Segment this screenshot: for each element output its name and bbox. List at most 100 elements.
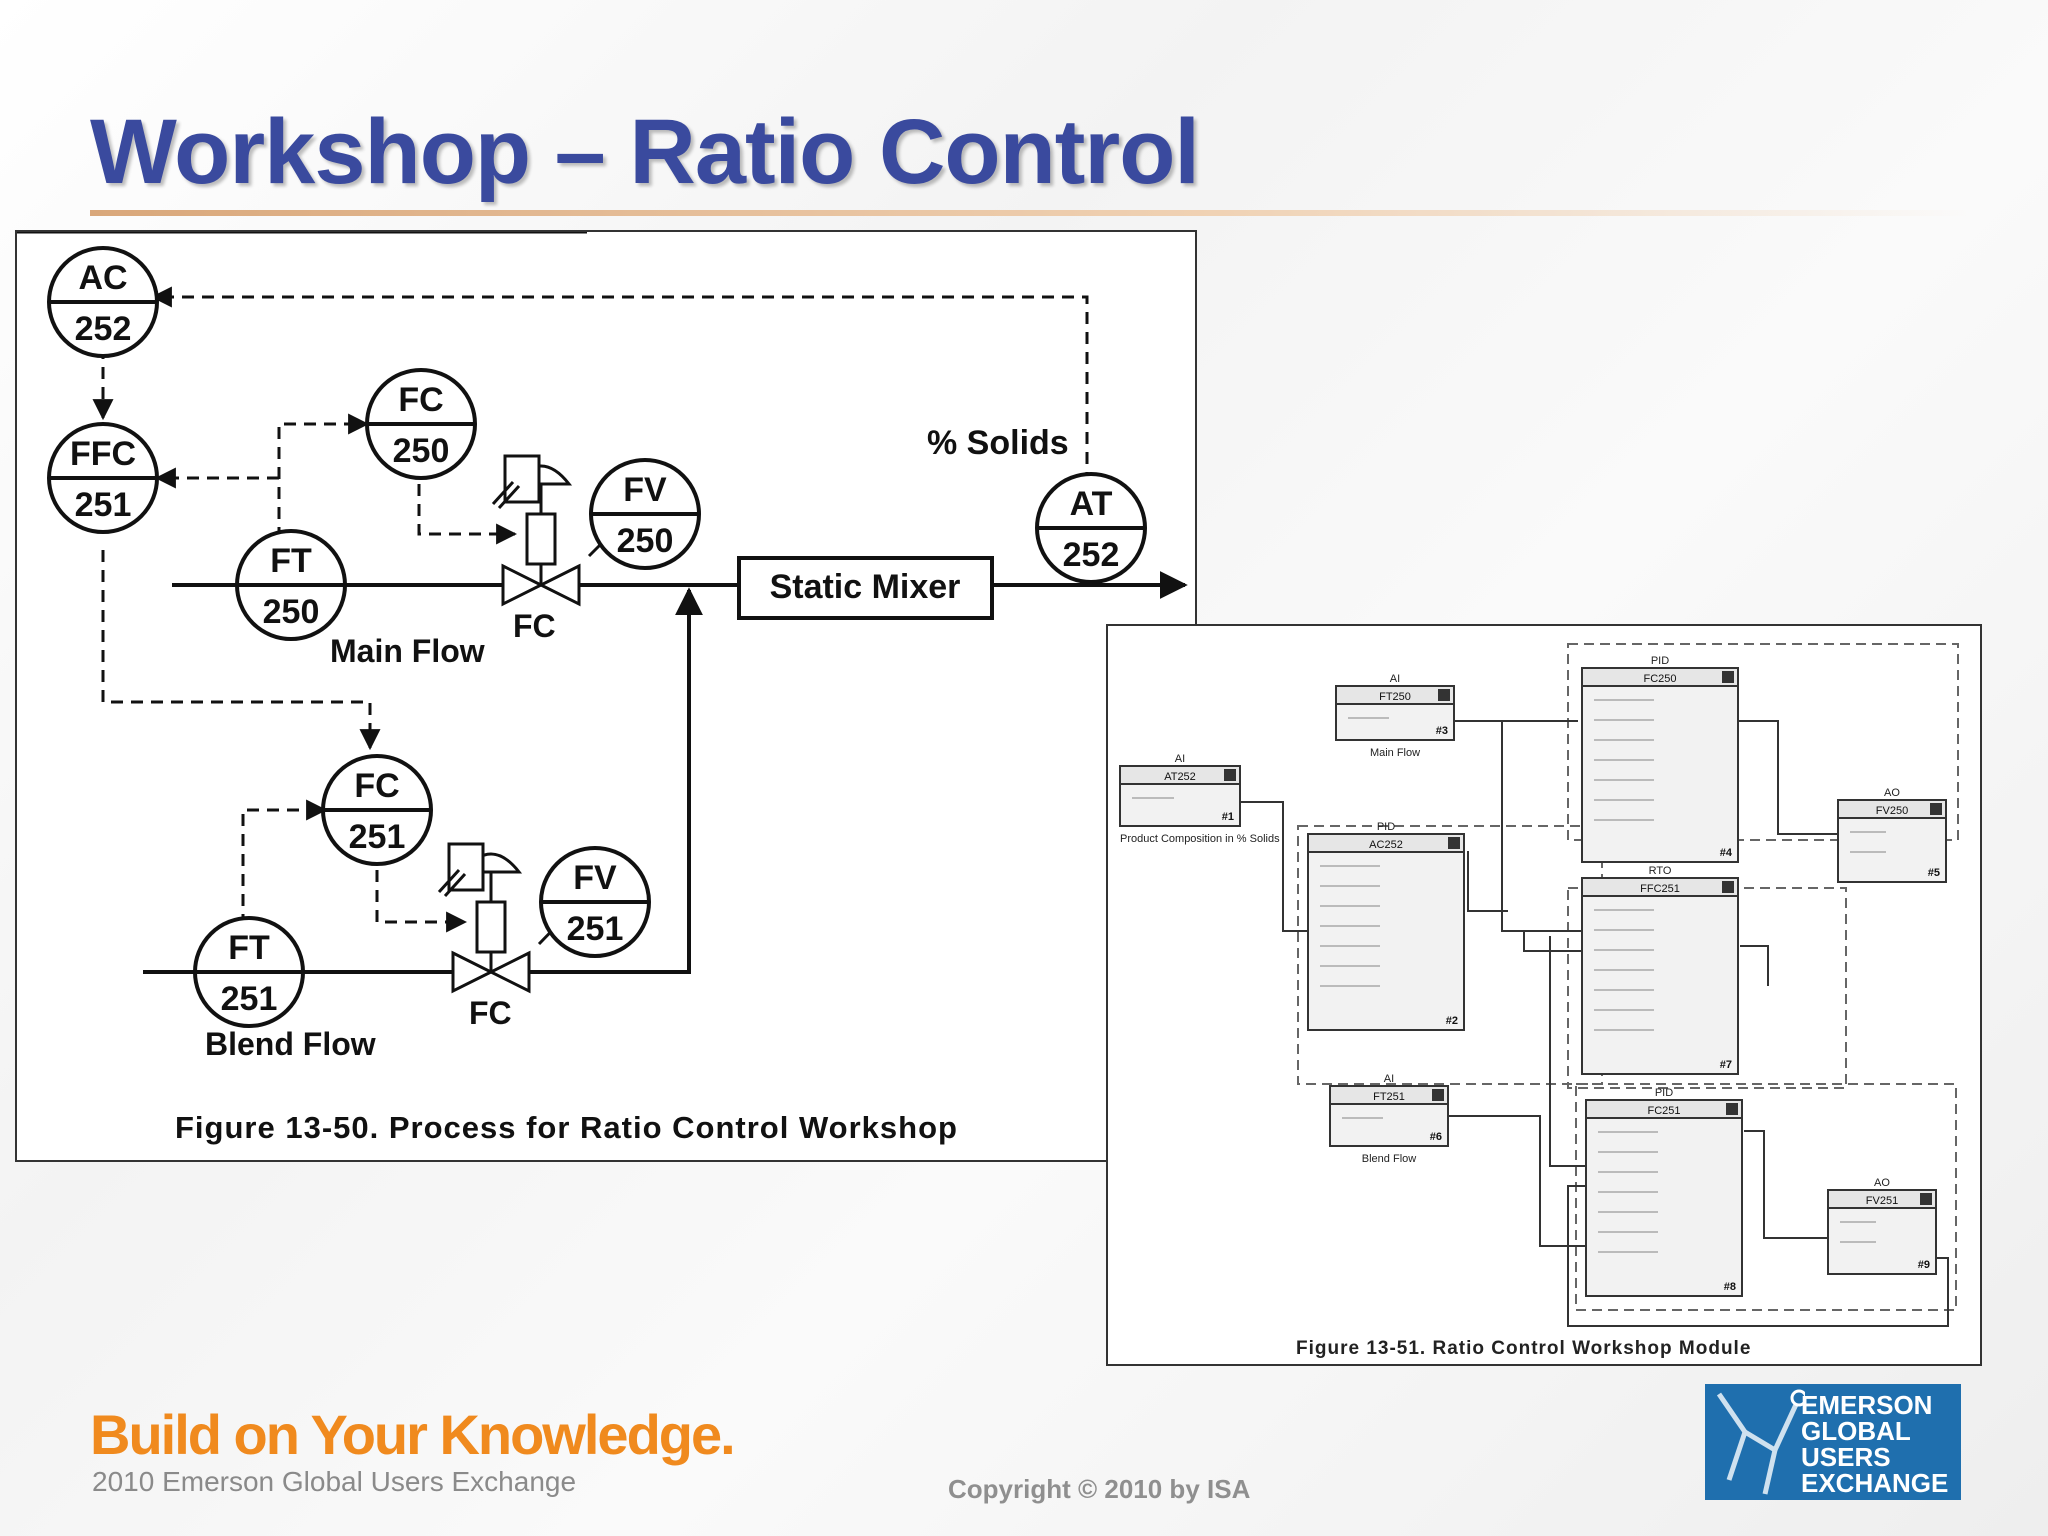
logo-network-icon (1716, 1389, 1805, 1495)
block-number: #3 (1436, 725, 1448, 737)
block-status-icon (1722, 671, 1734, 683)
function-block-ffc251[interactable]: RTO FFC251 #7 (1581, 865, 1739, 1075)
instrument-number: 250 (617, 522, 674, 560)
instrument-tag: FT (270, 542, 312, 580)
title-underline (90, 210, 1970, 216)
instrument-number: 251 (349, 818, 406, 856)
instrument-ft-251: FT 251 (193, 916, 305, 1028)
function-block-fc250[interactable]: PID FC250 #4 (1581, 655, 1739, 863)
block-tag: AT252 (1164, 771, 1196, 783)
instrument-number: 251 (567, 910, 624, 948)
figure-13-50-caption: Figure 13-50. Process for Ratio Control … (175, 1110, 958, 1145)
instrument-number: 250 (263, 593, 320, 631)
control-valve-250 (491, 454, 581, 607)
instrument-number: 252 (1063, 536, 1120, 574)
block-tag: FFC251 (1640, 883, 1680, 895)
block-type: PID (1655, 1087, 1673, 1099)
instrument-fc-251: FC 251 (321, 754, 433, 866)
block-tag: AC252 (1369, 839, 1403, 851)
instrument-ffc-251: FFC 251 (47, 422, 159, 534)
block-number: #9 (1918, 1259, 1930, 1271)
at252-to-ac252-signal (150, 286, 1089, 484)
block-number: #1 (1222, 811, 1234, 823)
main-flow-label: Main Flow (330, 633, 485, 669)
emerson-exchange-logo: EMERSON GLOBAL USERS EXCHANGE (1705, 1384, 1961, 1500)
block-number: #8 (1724, 1281, 1736, 1293)
instrument-fv-251: FV 251 (539, 846, 651, 958)
footer-slogan: Build on Your Knowledge. (90, 1403, 736, 1466)
footer-event: 2010 Emerson Global Users Exchange (92, 1466, 577, 1497)
static-mixer-label: Static Mixer (770, 568, 961, 606)
valve-251-fail-label: FC (469, 995, 512, 1031)
instrument-at-252: AT 252 (1035, 472, 1147, 584)
block-status-icon (1448, 837, 1460, 849)
instrument-fv-250: FV 250 (589, 458, 701, 570)
slide-title: Workshop – Ratio Control (90, 101, 1200, 203)
block-status-icon (1224, 769, 1236, 781)
instrument-ft-250: FT 250 (235, 529, 347, 641)
instrument-tag: FV (573, 859, 617, 897)
blend-flow-label: Blend Flow (205, 1026, 376, 1062)
fc251-to-valve-signal (375, 870, 468, 933)
instrument-tag: FC (398, 381, 443, 419)
instrument-tag: FC (354, 767, 399, 805)
block-tag: FC251 (1647, 1105, 1680, 1117)
block-tag: FV251 (1866, 1195, 1898, 1207)
logo-line-1: EMERSON (1801, 1390, 1933, 1420)
process-diagram: Static Mixer AC252FFC251FC250FV250FT250A… (17, 230, 1188, 1145)
instrument-tag: FV (623, 471, 667, 509)
fc250-to-valve-signal (417, 484, 518, 545)
block-type: AI (1175, 753, 1185, 765)
block-type: PID (1651, 655, 1669, 667)
block-tag: FT250 (1379, 691, 1411, 703)
block-type: PID (1377, 821, 1395, 833)
instrument-tag: FT (228, 929, 270, 967)
ft250-to-fc250-signal (277, 413, 370, 539)
control-valve-251 (437, 842, 531, 994)
block-type: RTO (1649, 865, 1672, 877)
instrument-number: 251 (75, 486, 132, 524)
loop-group-ffc251 (1567, 887, 1847, 1089)
ft251-to-fc251-signal (241, 799, 328, 926)
copyright-text: Copyright © 2010 by ISA (948, 1474, 1251, 1504)
instrument-number: 252 (75, 310, 132, 348)
block-status-icon (1920, 1193, 1932, 1205)
block-number: #4 (1720, 847, 1733, 859)
block-status-icon (1438, 689, 1450, 701)
instrument-tag: AT (1070, 485, 1113, 523)
block-tag: FV250 (1876, 805, 1908, 817)
instrument-number: 250 (393, 432, 450, 470)
instrument-tag: AC (78, 259, 127, 297)
block-tag: FT251 (1373, 1091, 1405, 1103)
valve-250-fail-label: FC (513, 608, 556, 644)
block-caption: Blend Flow (1362, 1153, 1416, 1165)
blend-to-main-line (529, 587, 703, 974)
function-block-fc251[interactable]: PID FC251 #8 (1585, 1087, 1743, 1297)
ffc251-to-fc251-signal (101, 550, 381, 751)
block-type: AI (1384, 1073, 1394, 1085)
instrument-fc-250: FC 250 (365, 368, 477, 480)
instrument-tag: FFC (70, 435, 136, 473)
block-number: #2 (1446, 1015, 1458, 1027)
block-status-icon (1432, 1089, 1444, 1101)
instrument-number: 251 (221, 980, 278, 1018)
block-status-icon (1726, 1103, 1738, 1115)
function-block-ac252[interactable]: PID AC252 #2 (1307, 821, 1465, 1031)
solids-label: % Solids (927, 424, 1069, 462)
module-wiring (1241, 720, 1949, 1327)
logo-line-3: USERS (1801, 1442, 1891, 1472)
block-status-icon (1930, 803, 1942, 815)
block-number: #7 (1720, 1059, 1732, 1071)
block-tag: FC250 (1643, 673, 1676, 685)
block-status-icon (1722, 881, 1734, 893)
block-number: #6 (1430, 1131, 1442, 1143)
instrument-ac-252: AC 252 (47, 246, 159, 358)
